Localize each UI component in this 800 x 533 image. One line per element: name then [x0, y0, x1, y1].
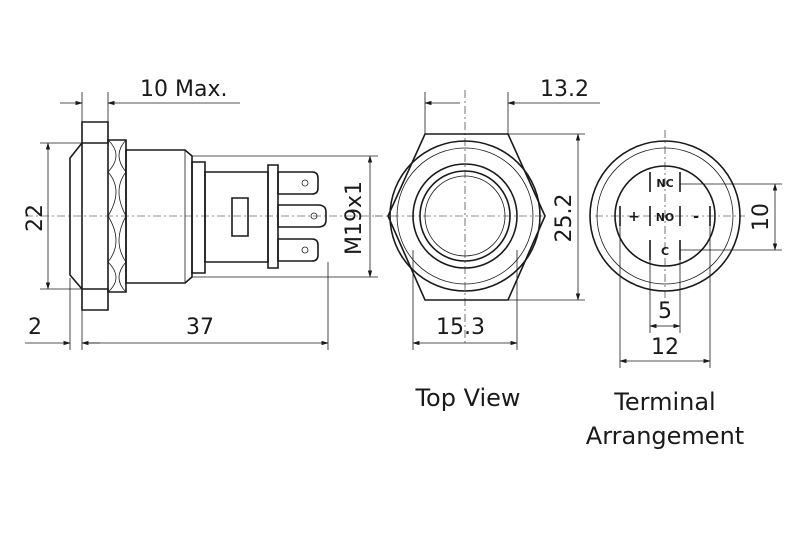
dim-flange: 2	[28, 315, 42, 340]
terminal-pin-top	[277, 171, 319, 195]
terminal-pin-bottom-hole	[301, 246, 309, 254]
caption-terminal-line1: Terminal	[613, 388, 715, 416]
terminal-label-no: NO	[656, 211, 675, 224]
hex-outline	[387, 133, 546, 301]
terminal-outer-circle	[589, 140, 741, 292]
bezel-front-face	[69, 142, 83, 290]
terminal-pin-middle-hole	[310, 212, 318, 220]
hex-nut-facets	[107, 139, 117, 293]
bezel-bottom-section	[81, 288, 109, 311]
top-view: 13.2 25.2 15.3 Top View	[375, 77, 600, 412]
caption-terminal-line2: Arrangement	[586, 422, 744, 450]
side-view: 10 Max. 22 2 37 M19x1	[23, 77, 378, 350]
button-outer-circle	[412, 163, 518, 269]
terminal-label-minus: -	[693, 209, 699, 225]
bezel-outer-circle	[389, 140, 541, 292]
terminal-label-c: C	[661, 245, 669, 258]
terminal-inner-circle	[614, 165, 716, 267]
dim-body-length: 37	[186, 315, 214, 340]
terminal-base	[267, 164, 279, 269]
dim-hex-width: 13.2	[540, 77, 589, 102]
button-face	[424, 175, 506, 257]
rear-housing	[191, 161, 206, 274]
terminal-pin-bottom	[277, 238, 319, 262]
caption-top-view: Top View	[414, 384, 520, 412]
terminal-ring	[596, 147, 734, 285]
dim-max-length: 10 Max.	[140, 77, 227, 102]
terminal-pin-top-hole	[301, 179, 309, 187]
dim-height: 22	[23, 204, 48, 232]
dim-thread: M19x1	[342, 181, 367, 255]
dim-terminal-5: 5	[658, 299, 672, 324]
terminal-label-nc: NC	[656, 177, 673, 190]
terminal-label-plus: +	[628, 209, 640, 225]
rear-boss	[231, 197, 249, 237]
rear-base	[204, 171, 269, 263]
button-inner-circle	[419, 170, 511, 262]
bezel-top-section	[81, 121, 109, 144]
dim-terminal-12: 12	[651, 335, 679, 360]
dim-hex-across: 25.2	[552, 194, 577, 243]
bezel-ring	[396, 147, 534, 285]
dim-terminal-spacing: 10	[749, 203, 774, 231]
terminal-pins	[277, 171, 327, 262]
threaded-body	[125, 149, 193, 284]
dim-inner-diameter: 15.3	[436, 315, 485, 340]
terminal-pin-middle	[277, 204, 327, 228]
terminal-arrangement: NC NO C + - 10 5 12 Terminal Arrangement	[586, 130, 782, 450]
